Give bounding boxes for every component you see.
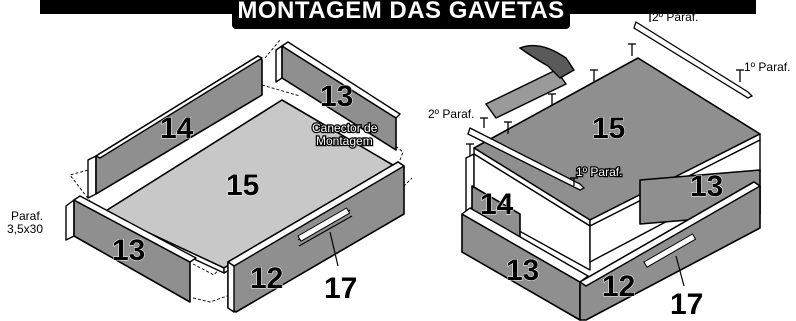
hammer-icon [484,44,575,119]
page-title: MONTAGEM DAS GAVETAS [232,0,570,29]
left-panel-13-back: 13 [275,41,401,151]
label-14: 14 [160,112,194,145]
right-label-14: 14 [480,188,514,221]
drawer-slide-rail-icon [467,21,754,191]
screw-label-line2: 3,5x30 [7,222,43,236]
right-screw1-top-label: 1º Paraf. [744,60,790,74]
right-panel-14: 14 [471,185,521,241]
right-label-17: 17 [670,288,703,321]
right-label-13-top: 13 [690,170,723,203]
connector-label-line2: Montagem [316,134,373,148]
right-label-12: 12 [602,270,635,303]
label-17: 17 [324,272,357,305]
left-panel-12: 12 [227,161,405,313]
right-label-13-bottom: 13 [506,254,539,287]
right-label-15: 15 [592,112,625,145]
left-panel-14: 14 [87,55,263,199]
left-exploded-view: 14 13 15 13 12 [7,39,413,313]
label-13-back: 13 [320,80,353,113]
label-12: 12 [250,262,283,295]
right-screw2-top-label: 2º Paraf. [652,10,698,24]
right-panel-12: 12 [579,181,761,321]
right-panel-13-bottom: 13 [461,207,589,321]
screw-label-line1: Paraf. [11,209,43,223]
screw-icon [466,11,744,186]
right-screw2-left-label: 2º Paraf. [428,107,474,121]
right-screw1-mid-label: 1º Paraf. [576,165,622,179]
label-13-front: 13 [112,234,145,267]
label-15: 15 [226,169,259,202]
left-panel-13-front: 13 [65,195,197,303]
right-assembled-view: 15 13 14 13 12 17 [428,10,790,321]
connector-label-line1: Canector de [312,121,378,135]
